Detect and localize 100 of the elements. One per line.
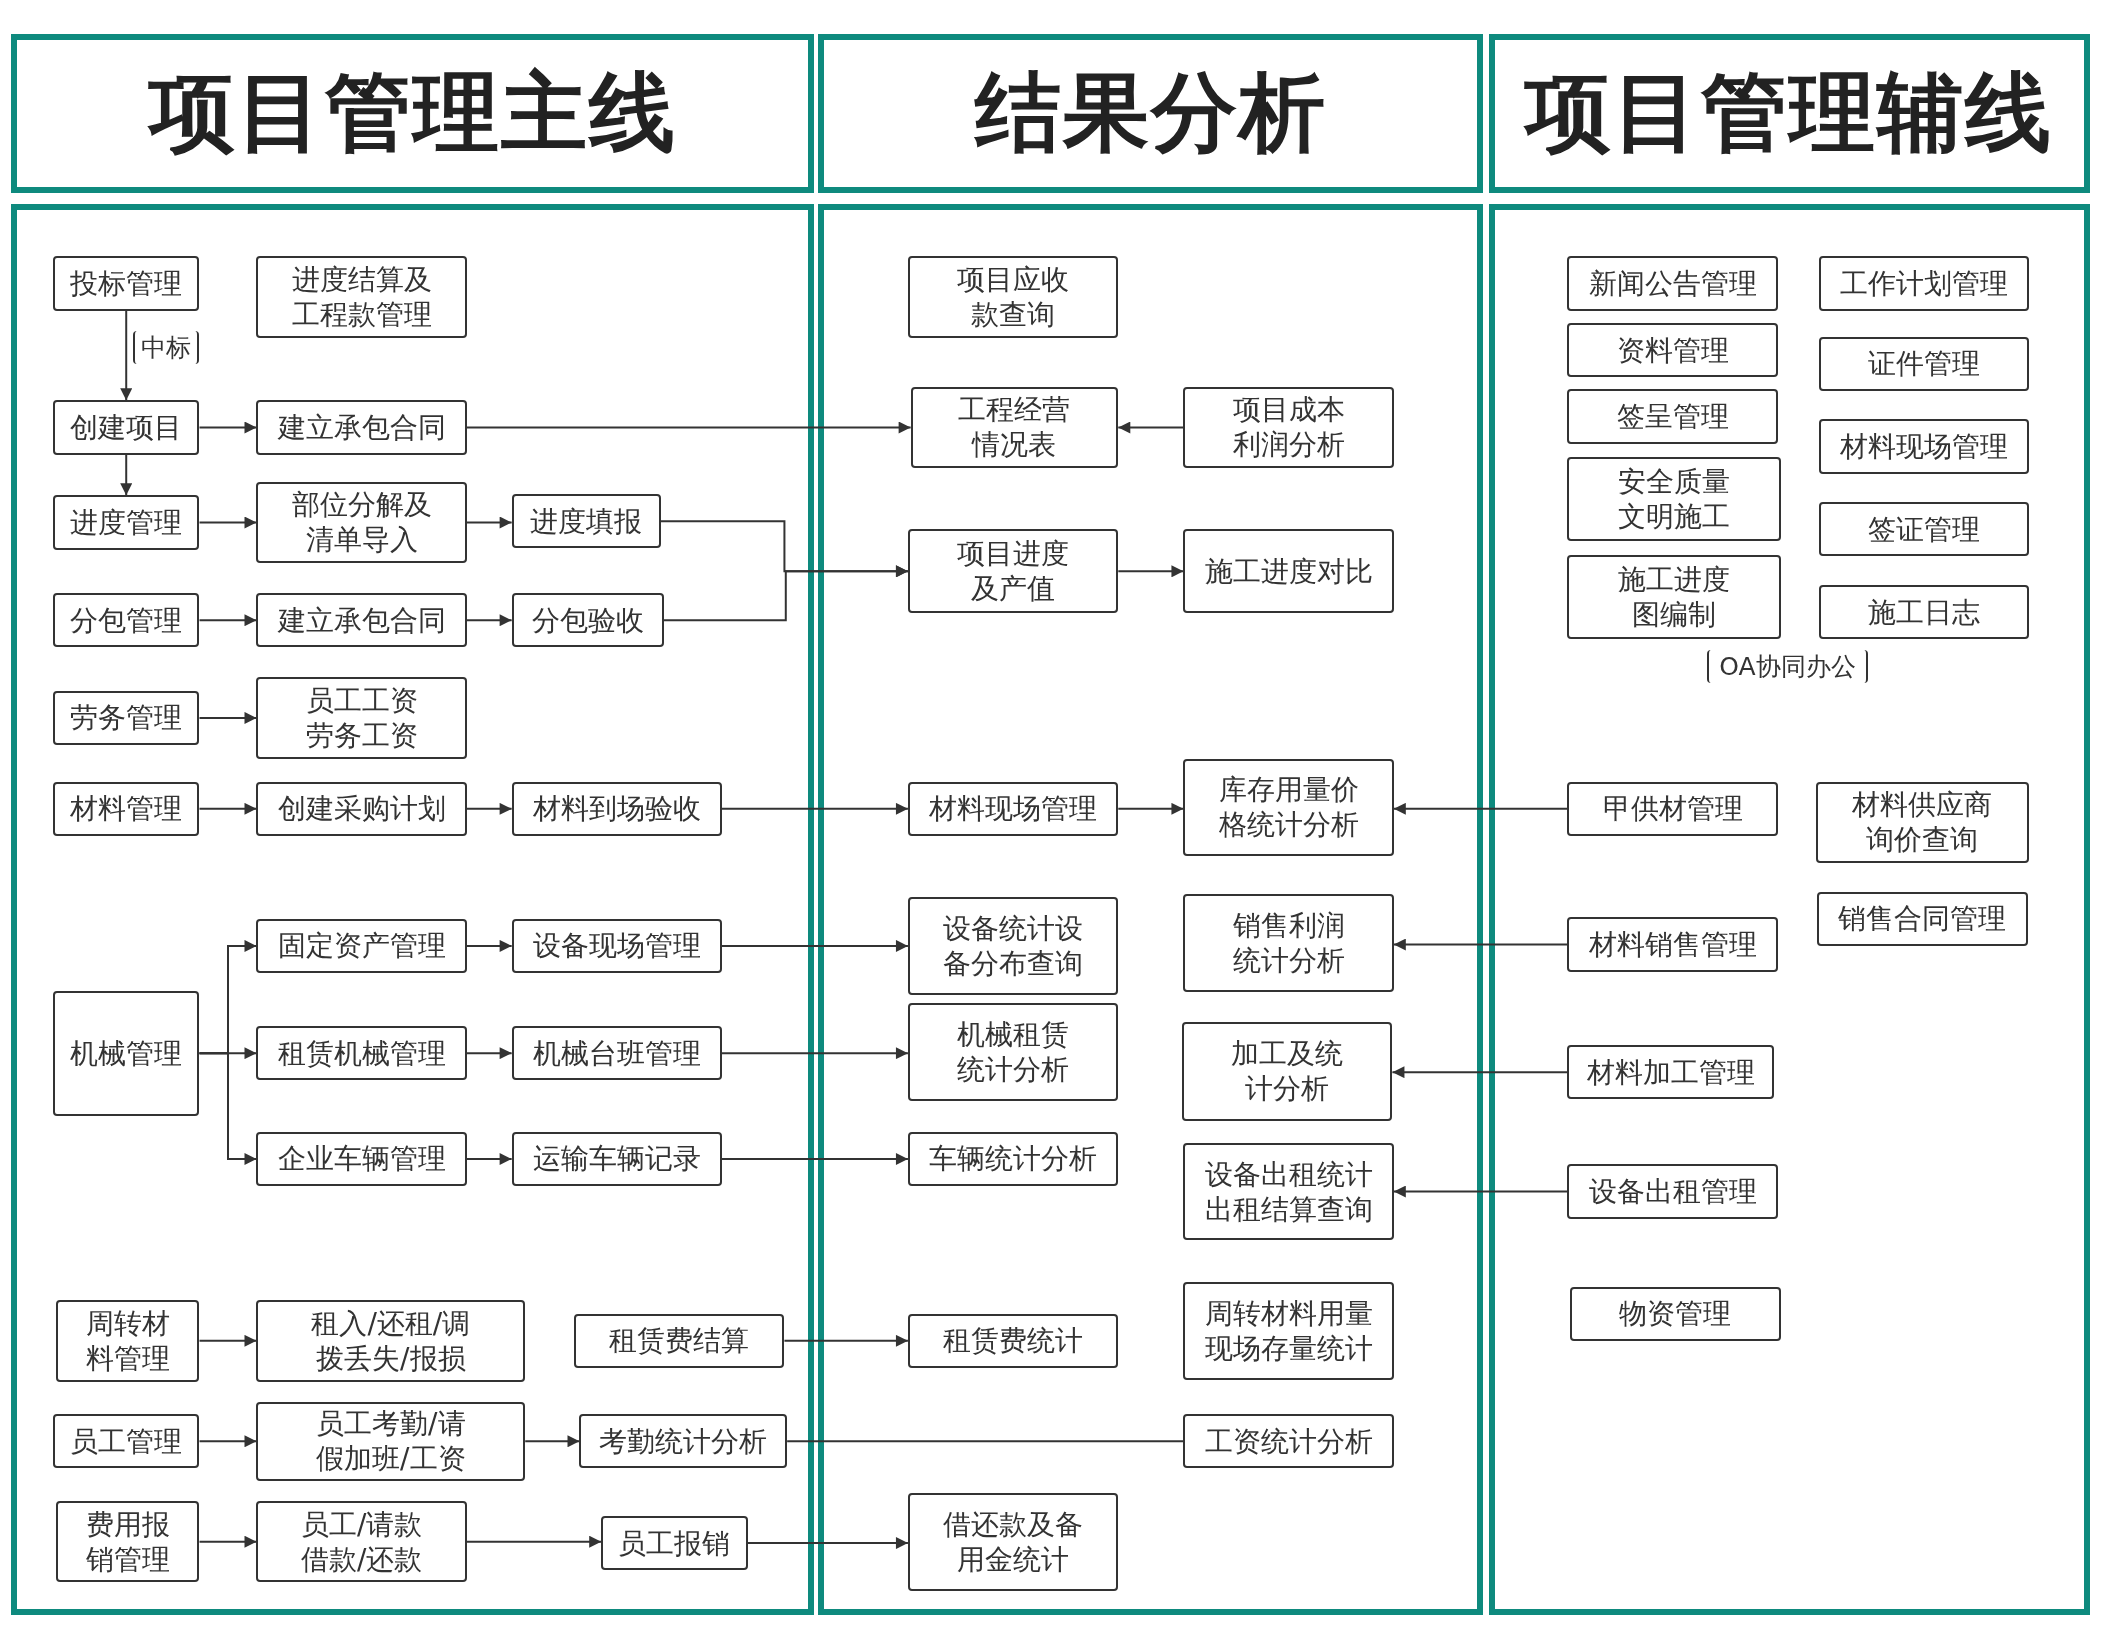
arrow: [1117, 802, 1185, 815]
arrow: [1392, 1185, 1569, 1198]
process-box: 车辆统计分析: [907, 1131, 1119, 1187]
arrow: [1392, 802, 1569, 815]
process-box: 工程经营情况表: [910, 386, 1119, 469]
arrow: [465, 516, 513, 529]
arrow: [198, 421, 258, 434]
arrow: [198, 516, 258, 529]
process-box: 材料销售管理: [1567, 917, 1778, 972]
arrow: [198, 711, 258, 724]
process-box: 材料现场管理: [907, 781, 1119, 836]
process-box: 借还款及备用金统计: [907, 1492, 1119, 1591]
process-box: 设备出租统计出租结算查询: [1183, 1142, 1394, 1241]
process-box: 项目成本利润分析: [1183, 386, 1394, 469]
arrow: [746, 1537, 909, 1550]
process-box: 机械租赁统计分析: [907, 1002, 1119, 1101]
process-box: 固定资产管理: [256, 918, 467, 974]
process-box: 甲供材管理: [1567, 781, 1778, 836]
process-box: 创建采购计划: [256, 781, 467, 836]
process-box: 施工进度对比: [1183, 529, 1394, 614]
arrow: [198, 802, 258, 815]
arrow: [465, 1535, 603, 1548]
process-box: 施工进度图编制: [1567, 555, 1781, 640]
column-header: 结果分析: [818, 33, 1484, 193]
connector-line: [786, 1440, 1185, 1443]
arrow: [198, 1334, 258, 1347]
arrow: [524, 1435, 581, 1448]
process-box: 租赁费结算: [574, 1313, 785, 1368]
arrow: [120, 309, 133, 402]
process-box: 材料加工管理: [1567, 1045, 1774, 1100]
process-box: 机械管理: [52, 990, 200, 1116]
process-box: 施工日志: [1818, 584, 2029, 640]
process-box: 加工及统计分析: [1182, 1021, 1393, 1121]
column-panel: [818, 203, 1484, 1615]
column-header: 项目管理主线: [10, 33, 815, 193]
process-box: 建立承包合同: [256, 400, 467, 455]
arrow: [198, 1052, 258, 1165]
group-caption: OA协同办公: [1707, 650, 1868, 684]
process-box: 员工工资劳务工资: [256, 677, 467, 759]
process-box: 劳务管理: [52, 690, 200, 746]
process-box: 建立承包合同: [256, 593, 467, 648]
process-box: 资料管理: [1567, 323, 1778, 378]
process-box: 租赁机械管理: [256, 1026, 467, 1081]
process-box: 材料供应商询价查询: [1815, 781, 2029, 864]
process-box: 运输车辆记录: [511, 1131, 722, 1187]
arrow: [465, 939, 513, 952]
process-box: 销售利润统计分析: [1183, 894, 1394, 993]
arrow: [465, 421, 912, 434]
process-box: 员工管理: [52, 1414, 200, 1469]
column-panel: [1488, 203, 2090, 1615]
process-box: 设备出租管理: [1567, 1164, 1778, 1219]
process-box: 进度结算及工程款管理: [256, 256, 467, 338]
process-box: 签呈管理: [1567, 389, 1778, 444]
arrow: [465, 614, 513, 627]
process-box: 材料现场管理: [1818, 419, 2029, 474]
process-box: 员工/请款借款/还款: [256, 1501, 467, 1583]
arrow: [198, 614, 258, 627]
process-box: 工作计划管理: [1818, 256, 2029, 311]
process-box: 进度管理: [52, 495, 200, 550]
process-box: 周转材料用量现场存量统计: [1183, 1282, 1394, 1381]
process-box: 设备现场管理: [511, 918, 722, 974]
arrow: [721, 1047, 909, 1060]
process-box: 员工报销: [601, 1515, 748, 1571]
process-box: 投标管理: [52, 256, 200, 311]
process-box: 费用报销管理: [55, 1501, 200, 1583]
arrow: [198, 1535, 258, 1548]
arrow: [721, 1153, 909, 1165]
arrow: [662, 565, 909, 622]
process-box: 分包验收: [511, 593, 664, 648]
process-box: 签证管理: [1818, 502, 2029, 557]
arrow: [721, 939, 909, 952]
process-box: 员工考勤/请假加班/工资: [256, 1401, 526, 1481]
process-box: 租入/还租/调拨丢失/报损: [256, 1300, 526, 1382]
process-box: 项目应收款查询: [907, 256, 1119, 338]
process-box: 库存用量价格统计分析: [1183, 758, 1394, 857]
arrow: [1117, 565, 1185, 578]
arrow: [721, 802, 909, 815]
arrow: [120, 453, 133, 497]
arrow: [198, 1435, 258, 1448]
column-header: 项目管理辅线: [1488, 33, 2090, 193]
process-box: 进度填报: [511, 494, 661, 549]
process-box: 分包管理: [52, 593, 200, 648]
process-box: 部位分解及清单导入: [256, 481, 467, 564]
process-box: 租赁费统计: [907, 1313, 1119, 1368]
process-box: 机械台班管理: [511, 1026, 722, 1081]
arrow: [783, 1334, 909, 1347]
process-box: 项目进度及产值: [907, 529, 1119, 614]
arrow: [1392, 938, 1569, 951]
process-box: 销售合同管理: [1817, 891, 2028, 946]
process-box: 证件管理: [1818, 336, 2029, 391]
process-box: 设备统计设备分布查询: [907, 897, 1119, 995]
process-box: 物资管理: [1570, 1286, 1781, 1341]
arrow: [465, 1153, 513, 1165]
process-box: 工资统计分析: [1183, 1414, 1394, 1469]
process-box: 新闻公告管理: [1567, 256, 1778, 311]
column-panel: [10, 203, 815, 1615]
arrow: [465, 802, 513, 815]
arrow: [465, 1047, 513, 1060]
arrow: [1391, 1066, 1569, 1079]
process-box: 周转材料管理: [55, 1300, 200, 1382]
